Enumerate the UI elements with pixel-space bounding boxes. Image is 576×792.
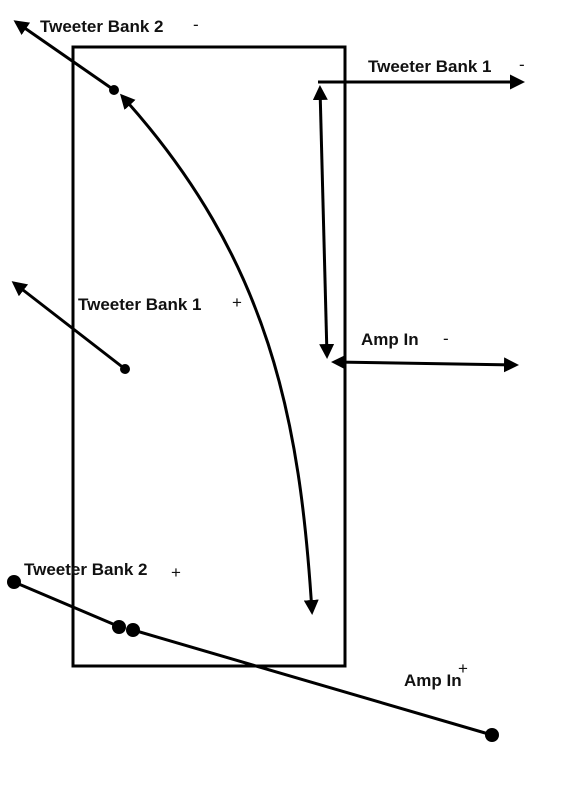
label-amp-in-plus: Amp In xyxy=(404,671,462,690)
label-tweeter-bank-1-minus: Tweeter Bank 1 xyxy=(368,57,491,76)
tweeter-bank-2-plus-terminal xyxy=(7,575,21,589)
tweeter-bank-1-plus-wire xyxy=(11,281,126,371)
tweeter-bank-2-plus-joint xyxy=(112,620,126,634)
label-tweeter-bank-2-plus: Tweeter Bank 2 xyxy=(24,560,147,579)
amp-in-plus-terminal xyxy=(485,728,499,742)
sign-tweeter-bank-1-plus: + xyxy=(232,293,242,312)
tweeter-bank-2-minus-wire xyxy=(13,20,115,92)
sign-amp-in-plus: + xyxy=(458,659,468,678)
vertical-double-arrow xyxy=(312,85,335,359)
tweeter-bank-2-plus-wire xyxy=(13,580,121,629)
amp-in-plus-wire xyxy=(132,628,493,737)
amp-in-plus-joint xyxy=(126,623,140,637)
tweeter-bank-2-minus-joint xyxy=(109,85,119,95)
label-tweeter-bank-1-plus: Tweeter Bank 1 xyxy=(78,295,201,314)
sign-amp-in-minus: - xyxy=(443,329,449,348)
label-amp-in-minus: Amp In xyxy=(361,330,419,349)
sign-tweeter-bank-2-plus: + xyxy=(171,563,181,582)
tweeter-bank-1-plus-joint xyxy=(120,364,130,374)
amp-in-minus-wire xyxy=(331,354,519,373)
sign-tweeter-bank-1-minus: - xyxy=(519,55,525,74)
curved-wire xyxy=(119,93,319,615)
sign-tweeter-bank-2-minus: - xyxy=(193,15,199,34)
label-tweeter-bank-2-minus: Tweeter Bank 2 xyxy=(40,17,163,36)
